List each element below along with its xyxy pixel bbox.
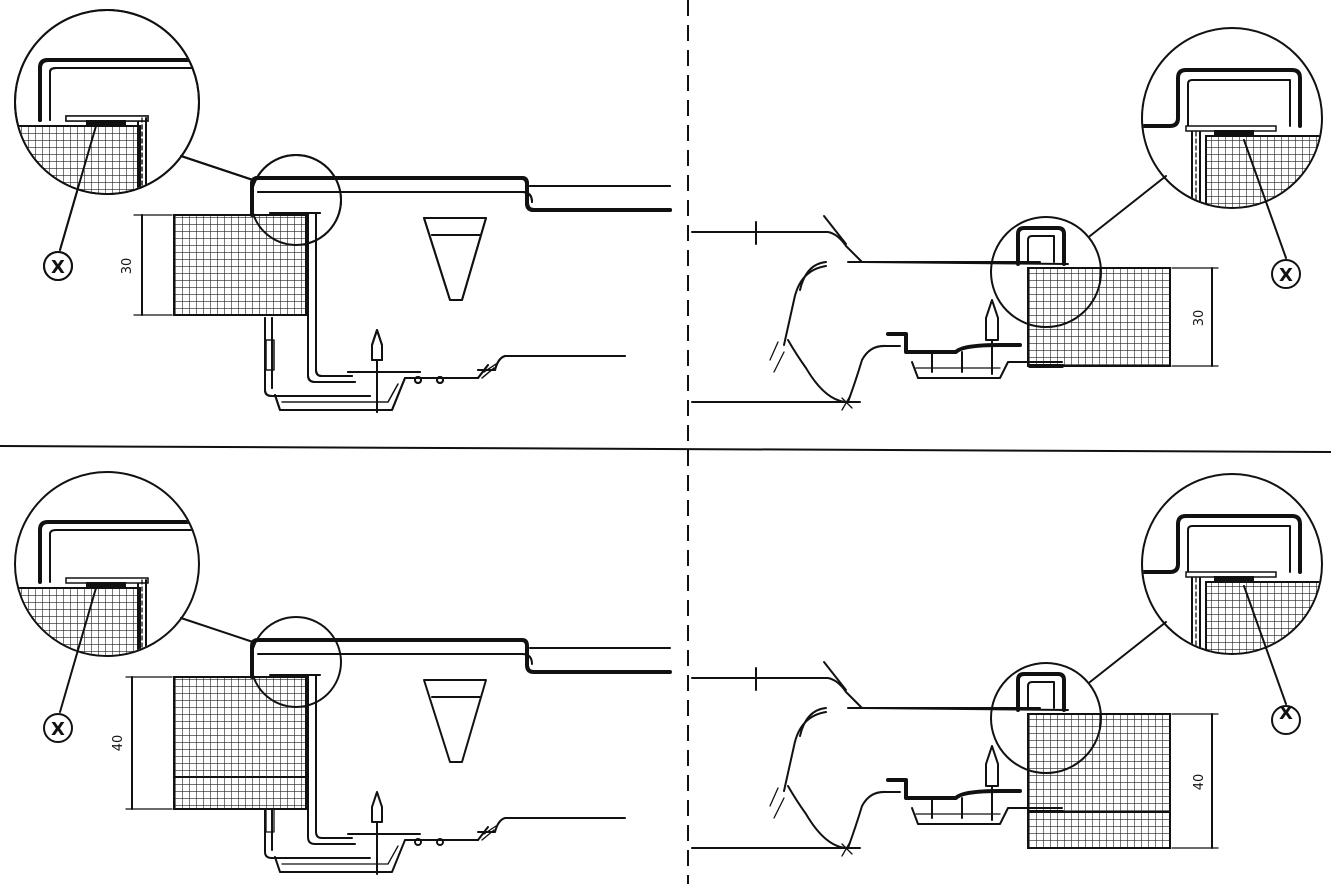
screw bbox=[371, 329, 383, 361]
panel-bottom-right: 40 X bbox=[692, 474, 1326, 856]
dimension-label: 30 bbox=[120, 258, 135, 275]
dimension-label: 30 bbox=[1192, 310, 1207, 327]
marker-label: X bbox=[1279, 703, 1293, 724]
horizontal-divider bbox=[0, 445, 1331, 453]
marker-label: X bbox=[51, 719, 65, 740]
magnified-detail-circle bbox=[1141, 27, 1323, 209]
fastening-clip bbox=[264, 317, 371, 397]
panel-top-left: 30 X bbox=[10, 10, 670, 412]
right-detail-template bbox=[691, 27, 1323, 411]
dimension-label: 40 bbox=[111, 735, 126, 752]
cap-profile bbox=[1016, 226, 1066, 266]
panel-top-right: 30 X bbox=[1171, 265, 1293, 367]
screw bbox=[985, 299, 999, 341]
bottom-bracket bbox=[886, 332, 1022, 354]
dimension-label: 40 bbox=[1192, 774, 1207, 791]
marker-x-circle bbox=[1271, 259, 1301, 289]
drip-funnel bbox=[423, 217, 487, 301]
marker-label: X bbox=[51, 257, 65, 278]
marker-label: X bbox=[1279, 265, 1293, 286]
panel-bottom-left: 40 X bbox=[10, 472, 670, 874]
detail-callout-circle bbox=[990, 216, 1102, 328]
